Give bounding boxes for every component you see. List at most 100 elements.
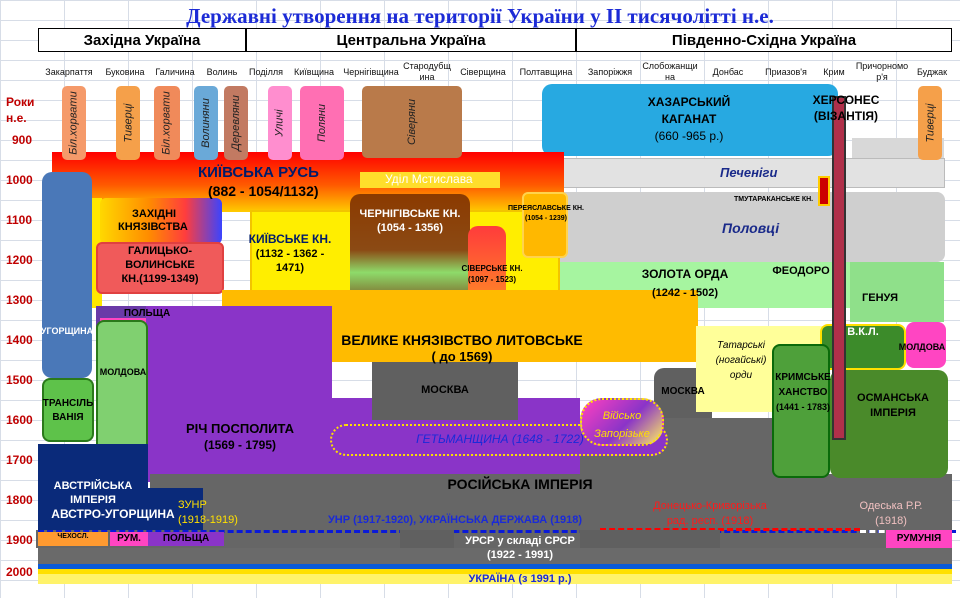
label-hungary: УГОРЩИНА (40, 326, 94, 336)
label-zaporizhian-1: Військо (602, 410, 642, 422)
ukraine-band (38, 574, 952, 584)
label-zunr-2: (1918-1919) (178, 514, 238, 526)
year-1700: 1700 (6, 453, 33, 467)
label-ussr-1: УРСР у складі СРСР (465, 535, 575, 547)
label-transylvania-1: ТРАНСІЛЬ (42, 398, 94, 409)
label-austria-2: ІМПЕРІЯ (70, 494, 116, 506)
label-romania-right: РУМУНІЯ (896, 533, 942, 544)
label-hetmanate: ГЕТЬМАНЩИНА (1648 - 1722) (416, 432, 584, 446)
axis-title-ad: н.е. (6, 111, 27, 125)
label-moldova-left: МОЛДОВА (99, 367, 147, 377)
year-1600: 1600 (6, 413, 33, 427)
subregion-zaporizhzhia: Запоріжжя (587, 66, 633, 77)
label-ottoman-2: ІМПЕРІЯ (870, 407, 916, 419)
label-tatars-2: (ногайські) (715, 355, 767, 366)
rich-pospolyta-block (146, 306, 332, 482)
czechoslovakia-block (38, 532, 108, 546)
label-chernihiv-2: (1054 - 1356) (376, 222, 444, 234)
label-galicia-1: ГАЛИЦЬКО- (127, 245, 193, 257)
label-odesa-2: (1918) (875, 515, 907, 527)
label-crimean-1: КРИМСЬКЕ (775, 372, 831, 383)
region-central: Центральна Україна (246, 28, 576, 52)
subregion-kyivshchyna: Київщина (294, 66, 334, 77)
label-ussr-2: (1922 - 1991) (486, 549, 554, 561)
year-1900: 1900 (6, 533, 33, 547)
tribe-volhynians: Волиняни (194, 86, 218, 160)
tribe-white-croats-1: Біл.хорвати (62, 86, 86, 160)
zaporizhian-host-block (580, 398, 664, 446)
year-1500: 1500 (6, 373, 33, 387)
austrian-empire-block (38, 444, 148, 532)
region-west: Західна Україна (38, 28, 246, 52)
subregion-sivershchyna: Сіверщина (460, 66, 506, 77)
axis-title-years: Роки (6, 95, 35, 109)
label-moscow-1: МОСКВА (421, 384, 469, 396)
year-1100: 1100 (6, 213, 33, 227)
subregion-bukovyna: Буковина (105, 66, 145, 77)
subregion-budzhak: Буджак (916, 66, 948, 77)
tribe-siverians: Сіверяни (362, 86, 462, 158)
pereiaslav-block (522, 192, 568, 258)
label-czechoslovakia: ЧЕХОСЛ. (57, 533, 89, 540)
label-khazar-2: КАГАНАТ (661, 112, 717, 126)
label-crimean-2: ХАНСТВО (778, 387, 828, 398)
label-golden-horde-2: (1242 - 1502) (651, 287, 719, 299)
label-polovtsy: Половці (722, 220, 780, 236)
year-1000: 1000 (6, 173, 33, 187)
label-donetsk-1: Донецько-Криворізька (653, 500, 767, 512)
label-pereiaslav-2: (1054 - 1239) (524, 215, 568, 222)
label-khazar-1: ХАЗАРСЬКИЙ (647, 95, 731, 109)
year-1200: 1200 (6, 253, 33, 267)
subregion-slobozhanshchyna: Слобожанщина (642, 61, 698, 82)
moscow-block-1 (372, 362, 518, 420)
chernihiv-block (350, 194, 470, 306)
subregion-prychornomoria: Причорномор'я (855, 61, 909, 82)
chart-title: Державні утворення на території України … (186, 4, 774, 28)
khazar-khaganate-block (542, 84, 838, 156)
label-chersonesus-2: (ВІЗАНТІЯ) (813, 109, 879, 123)
hungary-block (42, 172, 92, 378)
crimean-khanate-block (772, 344, 830, 478)
label-galicia-2: ВОЛИНСЬКЕ (125, 259, 195, 271)
label-galicia-3: КН.(1199-1349) (121, 273, 199, 285)
label-feodoro: ФЕОДОРО (772, 265, 830, 277)
ukraine-flag-band (38, 564, 952, 574)
donetsk-line (600, 528, 860, 531)
label-khazar-3: (660 -965 р.) (654, 129, 724, 143)
20th-century-band (36, 530, 952, 548)
subregion-donbas: Донбас (712, 66, 744, 77)
label-zaporizhian-2: Запорізьке (594, 428, 650, 440)
year-900: 900 (12, 133, 33, 147)
label-lithuania-1: ВЕЛИКЕ КНЯЗІВСТВО ЛИТОВСЬКЕ (341, 332, 583, 348)
label-west-principalities-2: КНЯЗІВСТВА (118, 221, 188, 233)
label-rp-1: РІЧ ПОСПОЛИТА (186, 421, 294, 436)
chersonesus-bar (832, 96, 846, 440)
tribe-ulychi: Уличі (268, 86, 292, 160)
subregion-poltavshchyna: Полтавщина (519, 66, 573, 77)
austria-east (148, 488, 203, 534)
label-poland: ПОЛЬЩА (123, 308, 171, 319)
label-golden-horde-1: ЗОЛОТА ОРДА (641, 267, 729, 281)
subregion-volyn: Волинь (206, 66, 238, 77)
label-west-principalities-1: ЗАХІДНІ (132, 208, 177, 220)
tribe-tivertsi-2: Тиверці (918, 86, 942, 160)
label-odesa-1: Одеська Р.Р. (859, 500, 923, 512)
subregion-krym: Крим (823, 66, 845, 77)
label-zunr-1: ЗУНР (178, 499, 207, 511)
label-russian-empire: РОСІЙСЬКА ІМПЕРІЯ (447, 476, 593, 492)
label-vkl: В.К.Л. (847, 326, 879, 338)
label-kyiv-kn-1: КИЇВСЬКЕ КН. (248, 232, 332, 246)
subregion-chernihivshchyna: Чернігівщина (343, 66, 399, 77)
label-austria-3: АВСТРО-УГОРЩИНА (51, 507, 175, 521)
label-kyiv-rus-2: (882 - 1054/1132) (208, 183, 319, 199)
label-donetsk-2: рад. респ. (1918) (666, 515, 754, 527)
label-tmutarakan: ТМУТАРАКАНСЬКЕ КН. (734, 196, 814, 203)
label-siversk-2: (1097 - 1523) (467, 275, 517, 284)
subregion-podillia: Поділля (249, 66, 283, 77)
subregion-zakarpattia: Закарпаття (45, 66, 93, 77)
label-crimean-3: (1441 - 1783) (775, 402, 831, 412)
label-kyiv-kn-2: (1132 - 1362 - (255, 248, 325, 260)
label-moscow-2: МОСКВА (661, 386, 705, 397)
label-moldova-right: МОЛДОВА (898, 342, 946, 352)
